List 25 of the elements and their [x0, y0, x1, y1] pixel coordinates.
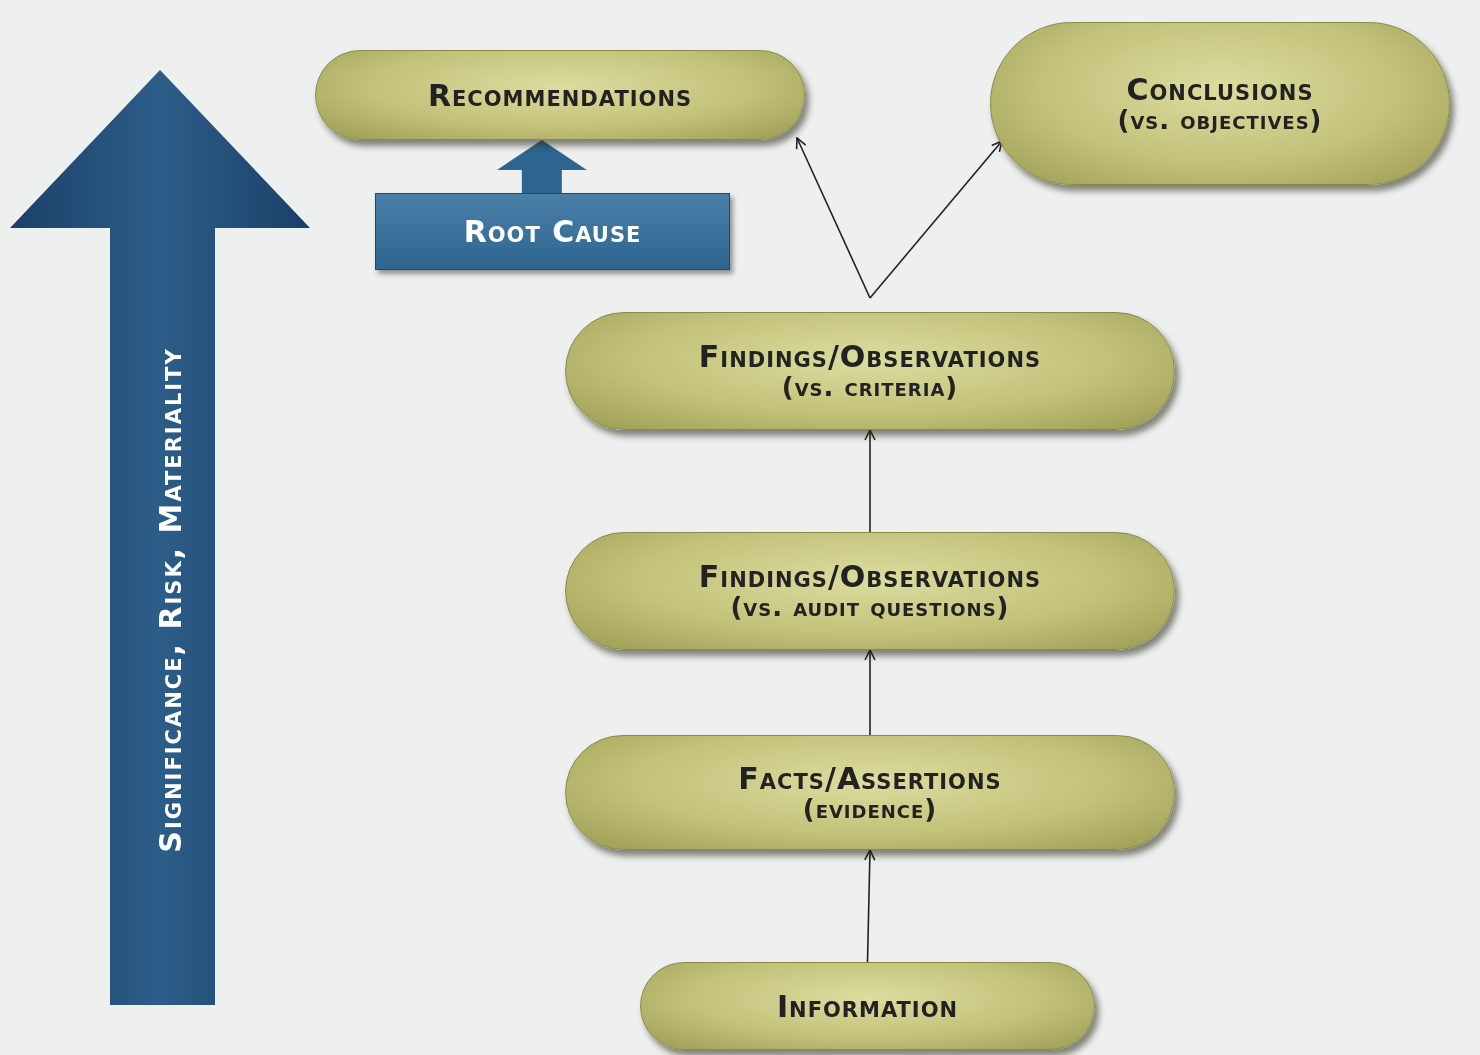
arrow: [869, 140, 1003, 299]
process-pill: [565, 312, 1175, 430]
node-label: Facts/Assertions: [738, 761, 1002, 795]
node-sublabel: (vs. criteria): [781, 373, 959, 402]
node-label: Recommendations: [427, 78, 693, 112]
process-pill: [315, 50, 805, 140]
arrow: [864, 429, 876, 533]
arrow: [864, 649, 876, 736]
node-sublabel: (vs. audit questions): [730, 593, 1010, 622]
arrow: [864, 849, 876, 963]
block-arrow: [496, 140, 587, 193]
node-label: Root Cause: [463, 214, 642, 249]
cause-box: [375, 193, 730, 270]
process-pill: [990, 22, 1450, 185]
process-pill: [565, 532, 1175, 650]
process-pill: [565, 735, 1175, 850]
process-pill: [640, 962, 1095, 1050]
node-label: Information: [776, 989, 959, 1023]
node-label: Findings/Observations: [698, 340, 1042, 374]
node-label: Significance, Risk, Materiality: [152, 347, 188, 853]
node-label: Findings/Observations: [698, 560, 1042, 594]
arrow: [795, 137, 871, 299]
node-label: Conclusions: [1126, 72, 1314, 106]
node-sublabel: (evidence): [802, 794, 938, 824]
node-sublabel: (vs. objectives): [1117, 105, 1323, 135]
